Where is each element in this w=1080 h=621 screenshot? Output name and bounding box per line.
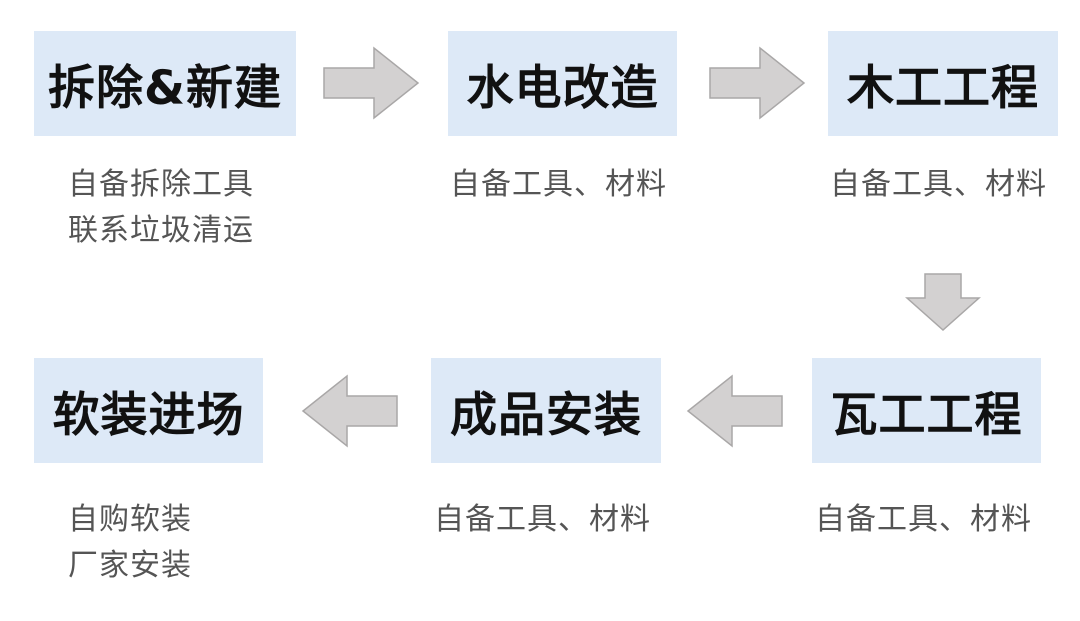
arrow-left-icon — [686, 374, 783, 448]
arrow-down-icon — [905, 273, 981, 332]
stage-box-demolition: 拆除&新建 — [34, 31, 296, 136]
stage-box-carpentry: 木工工程 — [828, 31, 1058, 136]
arrow-right-icon — [709, 46, 806, 120]
arrow-right-icon — [323, 46, 420, 120]
note-line: 自备工具、材料 — [450, 167, 667, 202]
stage-title-plumbing-electrical: 水电改造 — [466, 61, 659, 116]
stage-note-soft-furnishing: 自购软装 厂家安装 — [68, 497, 192, 589]
stage-box-soft-furnishing: 软装进场 — [34, 358, 263, 463]
note-line: 联系垃圾清运 — [68, 213, 254, 248]
stage-title-installation: 成品安装 — [450, 388, 642, 443]
note-line: 自备工具、材料 — [830, 167, 1047, 202]
stage-note-plumbing-electrical: 自备工具、材料 — [450, 162, 667, 208]
stage-box-plumbing-electrical: 水电改造 — [448, 31, 677, 136]
stage-note-carpentry: 自备工具、材料 — [830, 162, 1047, 208]
note-line: 自备拆除工具 — [68, 167, 254, 202]
stage-note-installation: 自备工具、材料 — [434, 497, 651, 543]
note-line: 自备工具、材料 — [434, 502, 651, 537]
stage-box-installation: 成品安装 — [431, 358, 661, 463]
stage-title-soft-furnishing: 软装进场 — [52, 388, 245, 443]
stage-title-carpentry: 木工工程 — [847, 61, 1039, 116]
stage-box-tiling: 瓦工工程 — [812, 358, 1041, 463]
stage-note-tiling: 自备工具、材料 — [815, 497, 1032, 543]
arrow-left-icon — [301, 374, 398, 448]
note-line: 自备工具、材料 — [815, 502, 1032, 537]
stage-title-tiling: 瓦工工程 — [830, 388, 1023, 443]
note-line: 自购软装 — [68, 502, 192, 537]
stage-note-demolition: 自备拆除工具 联系垃圾清运 — [68, 162, 254, 254]
stage-title-demolition: 拆除&新建 — [48, 61, 282, 116]
note-line: 厂家安装 — [68, 548, 192, 583]
